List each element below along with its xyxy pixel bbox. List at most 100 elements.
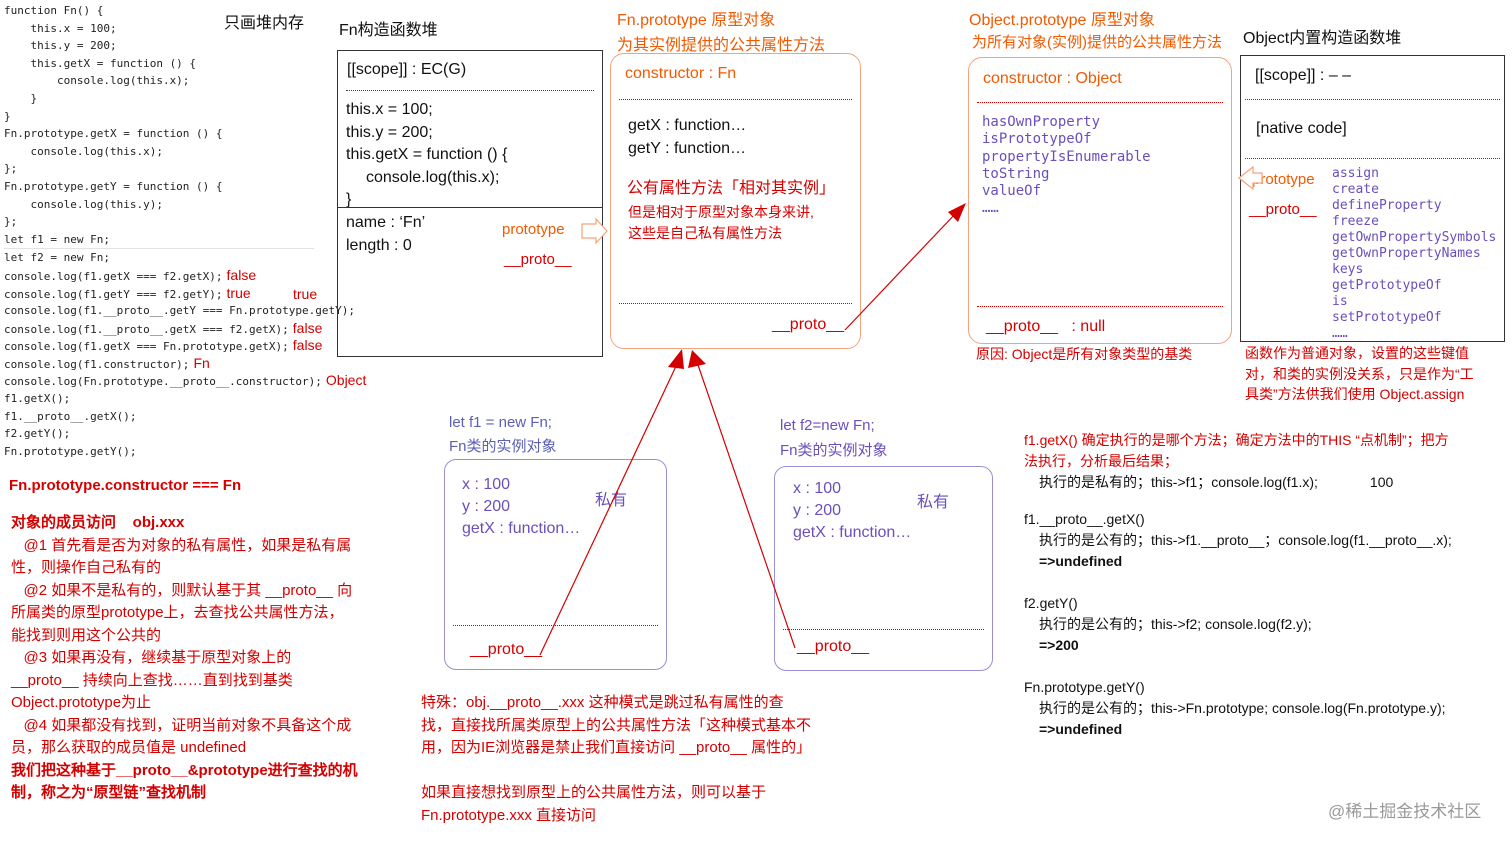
fn-prototype-getx: getX : function… <box>628 117 747 134</box>
fn-heap-separator-2 <box>338 207 602 208</box>
object-prototype-method: isPrototypeOf <box>982 131 1092 148</box>
code-line-text: this.getX = function () { <box>4 56 197 70</box>
code-line: Fn.prototype.getX = function () { <box>4 125 334 143</box>
code-line: f1.__proto__.getX(); <box>4 408 334 426</box>
object-heap-methods: assign create defineProperty freeze getO… <box>1332 166 1496 342</box>
analysis-block-2-title: f1.__proto__.getX() <box>1024 511 1145 527</box>
object-heap-method: freeze <box>1332 214 1379 229</box>
code-line: console.log(f1.constructor);Fn <box>4 355 334 373</box>
member-access-note: 对象的成员访问 obj.xxx @1 首先看是否为对象的私有属性，如果是私有属性… <box>11 512 358 805</box>
code-line: }; <box>4 213 334 231</box>
special-note-line: 特殊：obj.__proto__.xxx 这种模式是跳过私有属性的查 <box>421 694 784 711</box>
member-access-line: @4 如果都没有找到，证明当前对象不具备这个成 <box>11 716 352 734</box>
object-heap-note-line: 具类”方法供我们使用 Object.assign <box>1245 386 1465 402</box>
code-line-text: Fn.prototype.getX = function () { <box>4 127 223 141</box>
object-heap-method: keys <box>1332 262 1364 277</box>
fn-prototype-subtitle: 为其实例提供的公共属性方法 <box>617 37 826 54</box>
f2-separator <box>783 629 984 630</box>
f2-proto: __proto__ <box>797 638 870 655</box>
analysis-intro-line-2: 法执行，分析最后结果； <box>1024 453 1178 469</box>
code-line: } <box>4 90 334 108</box>
fn-heap-body-line: } <box>346 191 352 208</box>
code-line-text: Fn.prototype.getY(); <box>4 444 137 458</box>
object-heap-method: getPrototypeOf <box>1332 278 1442 293</box>
object-heap-title: Object内置构造函数堆 <box>1243 30 1402 47</box>
special-note-line: 如果直接想找到原型上的公共属性方法，则可以基于 <box>421 784 767 801</box>
code-line-text: }; <box>4 215 18 229</box>
fn-heap-title: Fn构造函数堆 <box>339 22 438 39</box>
code-line: f2.getY(); <box>4 425 334 443</box>
code-line: function Fn() { <box>4 2 334 20</box>
object-heap-note-line: 对，和类的实例没关系，只是作为“工 <box>1245 365 1474 382</box>
analysis-intro: f1.getX() 确定执行的是哪个方法；确定方法中的THIS “点机制”；把方 <box>1024 430 1452 451</box>
code-line-result: Fn <box>193 354 210 371</box>
fn-heap-separator-1 <box>346 90 594 91</box>
code-line-text: console.log(this.x); <box>4 74 190 88</box>
object-prototype-subtitle: 为所有对象(实例)提供的公共属性方法 <box>972 34 1222 51</box>
code-line-text: f2.getY(); <box>4 427 71 441</box>
member-access-line: @2 如果不是私有的，则默认基于其 __proto__ 向 <box>11 581 353 599</box>
fn-heap-proto-label: __proto__ <box>504 251 572 268</box>
special-note-line: Fn.prototype.xxx 直接访问 <box>421 806 597 824</box>
object-heap-prototype-label: prototype <box>1252 171 1315 188</box>
object-prototype-proto: __proto__ : null <box>986 318 1106 335</box>
fn-heap-scope: [[scope]] : EC(G) <box>347 61 467 78</box>
code-line: console.log(f1.getX === Fn.prototype.get… <box>4 337 334 355</box>
member-access-line: Object.prototype为止 <box>11 694 152 711</box>
f2-box: x : 100 y : 200 getX : function… 私有 __pr… <box>774 466 993 671</box>
f1-getx: getX : function… <box>462 520 581 537</box>
code-line-text: console.log(f1.getX === Fn.prototype.get… <box>4 340 289 354</box>
fn-prototype-note-2: 但是相对于原型对象本身来讲, <box>628 204 814 220</box>
object-prototype-reason: 原因: Object是所有对象类型的基类 <box>976 346 1193 362</box>
f1-proto-arrow-line <box>539 361 679 656</box>
analysis-intro-line-1: f1.getX() 确定执行的是哪个方法；确定方法中的THIS “点机制”；把方 <box>1024 432 1449 448</box>
code-line: console.log(this.x); <box>4 72 334 90</box>
code-line-text: this.y = 200; <box>4 39 117 53</box>
member-access-line: 员，那么获取的成员值是 undefined <box>11 739 247 756</box>
fn-heap-body-line: this.getX = function () { <box>346 146 508 163</box>
code-line-result: true <box>226 284 251 301</box>
code-line-text: }; <box>4 162 18 176</box>
code-line: console.log(f1.getX === f2.getX);false <box>4 267 334 285</box>
analysis-line-1-text: 执行的是私有的；this->f1；console.log(f1.x); <box>1039 474 1318 490</box>
object-prototype-box: constructor : Object hasOwnProperty isPr… <box>968 57 1232 344</box>
code-line: console.log(Fn.prototype.__proto__.const… <box>4 372 366 390</box>
object-heap-method: setPrototypeOf <box>1332 310 1442 325</box>
fn-prototype-proto: __proto__ <box>772 316 845 333</box>
analysis-line-1: 执行的是私有的；this->f1；console.log(f1.x); 100 <box>1024 472 1452 493</box>
constructor-equality: Fn.prototype.constructor === Fn <box>9 477 242 494</box>
fn-heap-body-line: this.y = 200; <box>346 123 433 141</box>
code-line-text: let f2 = new Fn; <box>4 251 110 265</box>
fn-heap-body-line: this.x = 100; <box>346 101 433 118</box>
fn-prototype-separator-2 <box>619 303 852 304</box>
object-heap-method: assign <box>1332 166 1379 181</box>
code-line-result: Object <box>325 372 367 389</box>
object-heap-method: …… <box>1332 326 1348 341</box>
code-line-text: console.log(this.x); <box>4 144 163 158</box>
fn-prototype-proto-arrow-line <box>844 211 958 331</box>
analysis-line-1-value: 100 <box>1369 474 1394 490</box>
object-prototype-method: valueOf <box>982 183 1042 200</box>
code-line-text: console.log(f1.constructor); <box>4 357 190 371</box>
f2-getx: getX : function… <box>793 524 912 541</box>
f2-private-label: 私有 <box>917 494 950 511</box>
code-line: Fn.prototype.getY = function () { <box>4 178 334 196</box>
object-heap-scope: [[scope]] : – – <box>1255 67 1352 84</box>
code-line-text: function Fn() { <box>4 4 104 17</box>
code-line-result: false <box>226 266 257 283</box>
object-heap-separator-1 <box>1245 99 1500 100</box>
object-heap-proto-label: __proto__ <box>1249 201 1317 218</box>
special-note-line: 找，直接找所属类原型上的公共属性方法「这种模式基本不 <box>421 716 812 734</box>
member-access-line: 对象的成员访问 obj.xxx <box>11 514 185 531</box>
code-line-text: console.log(f1.getX === f2.getX); <box>4 269 223 283</box>
object-prototype-constructor: constructor : Object <box>983 70 1122 87</box>
code-line: let f2 = new Fn; <box>4 249 334 267</box>
analysis-block-2-line-2: =>undefined <box>1039 553 1123 569</box>
f2-x: x : 100 <box>793 480 842 497</box>
code-line: console.log(f1.__proto__.getY === Fn.pro… <box>4 302 355 320</box>
f1-private-label: 私有 <box>595 492 628 509</box>
fn-prototype-box: constructor : Fn getX : function… getY :… <box>610 53 861 349</box>
fn-prototype-note-3: 这些是自己私有属性方法 <box>628 225 782 241</box>
analysis-block-4-line-2: =>undefined <box>1039 721 1123 737</box>
